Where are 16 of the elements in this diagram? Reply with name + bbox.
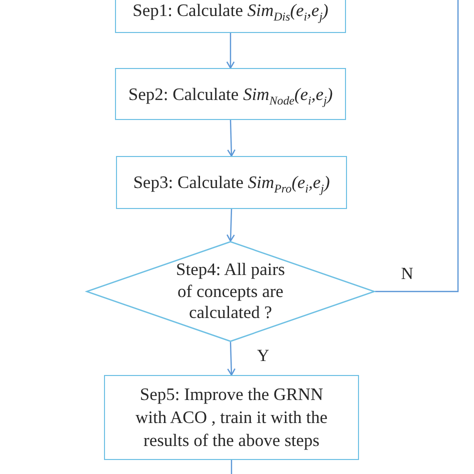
arrow <box>227 120 236 157</box>
step-text: Sep5: Improve the GRNN with ACO , train it with the results of the above steps <box>134 383 328 452</box>
step-text: Sep1: Calculate Sim$_{Dis}$(e$_{i}$,e$_{j}$) <box>132 0 328 21</box>
step-text: Sep3: Calculate Sim$_{Pro}$(e$_{i}$,e$_{j}$) <box>133 172 330 193</box>
step-text: Sep2: Calculate Sim$_{Node}$(e$_{i}$,e$_{j}$) <box>128 84 333 104</box>
connector-line <box>375 0 459 292</box>
process-box <box>115 68 346 120</box>
decision-text: Step4: All pairs of concepts are calculated ? <box>175 259 286 324</box>
process-box <box>115 0 346 33</box>
decision-diamond <box>86 241 375 342</box>
process-box <box>104 375 359 460</box>
arrow <box>226 208 235 242</box>
arrow <box>226 33 235 69</box>
connector-line <box>230 460 232 474</box>
arrow <box>227 342 236 376</box>
process-box <box>116 156 347 209</box>
